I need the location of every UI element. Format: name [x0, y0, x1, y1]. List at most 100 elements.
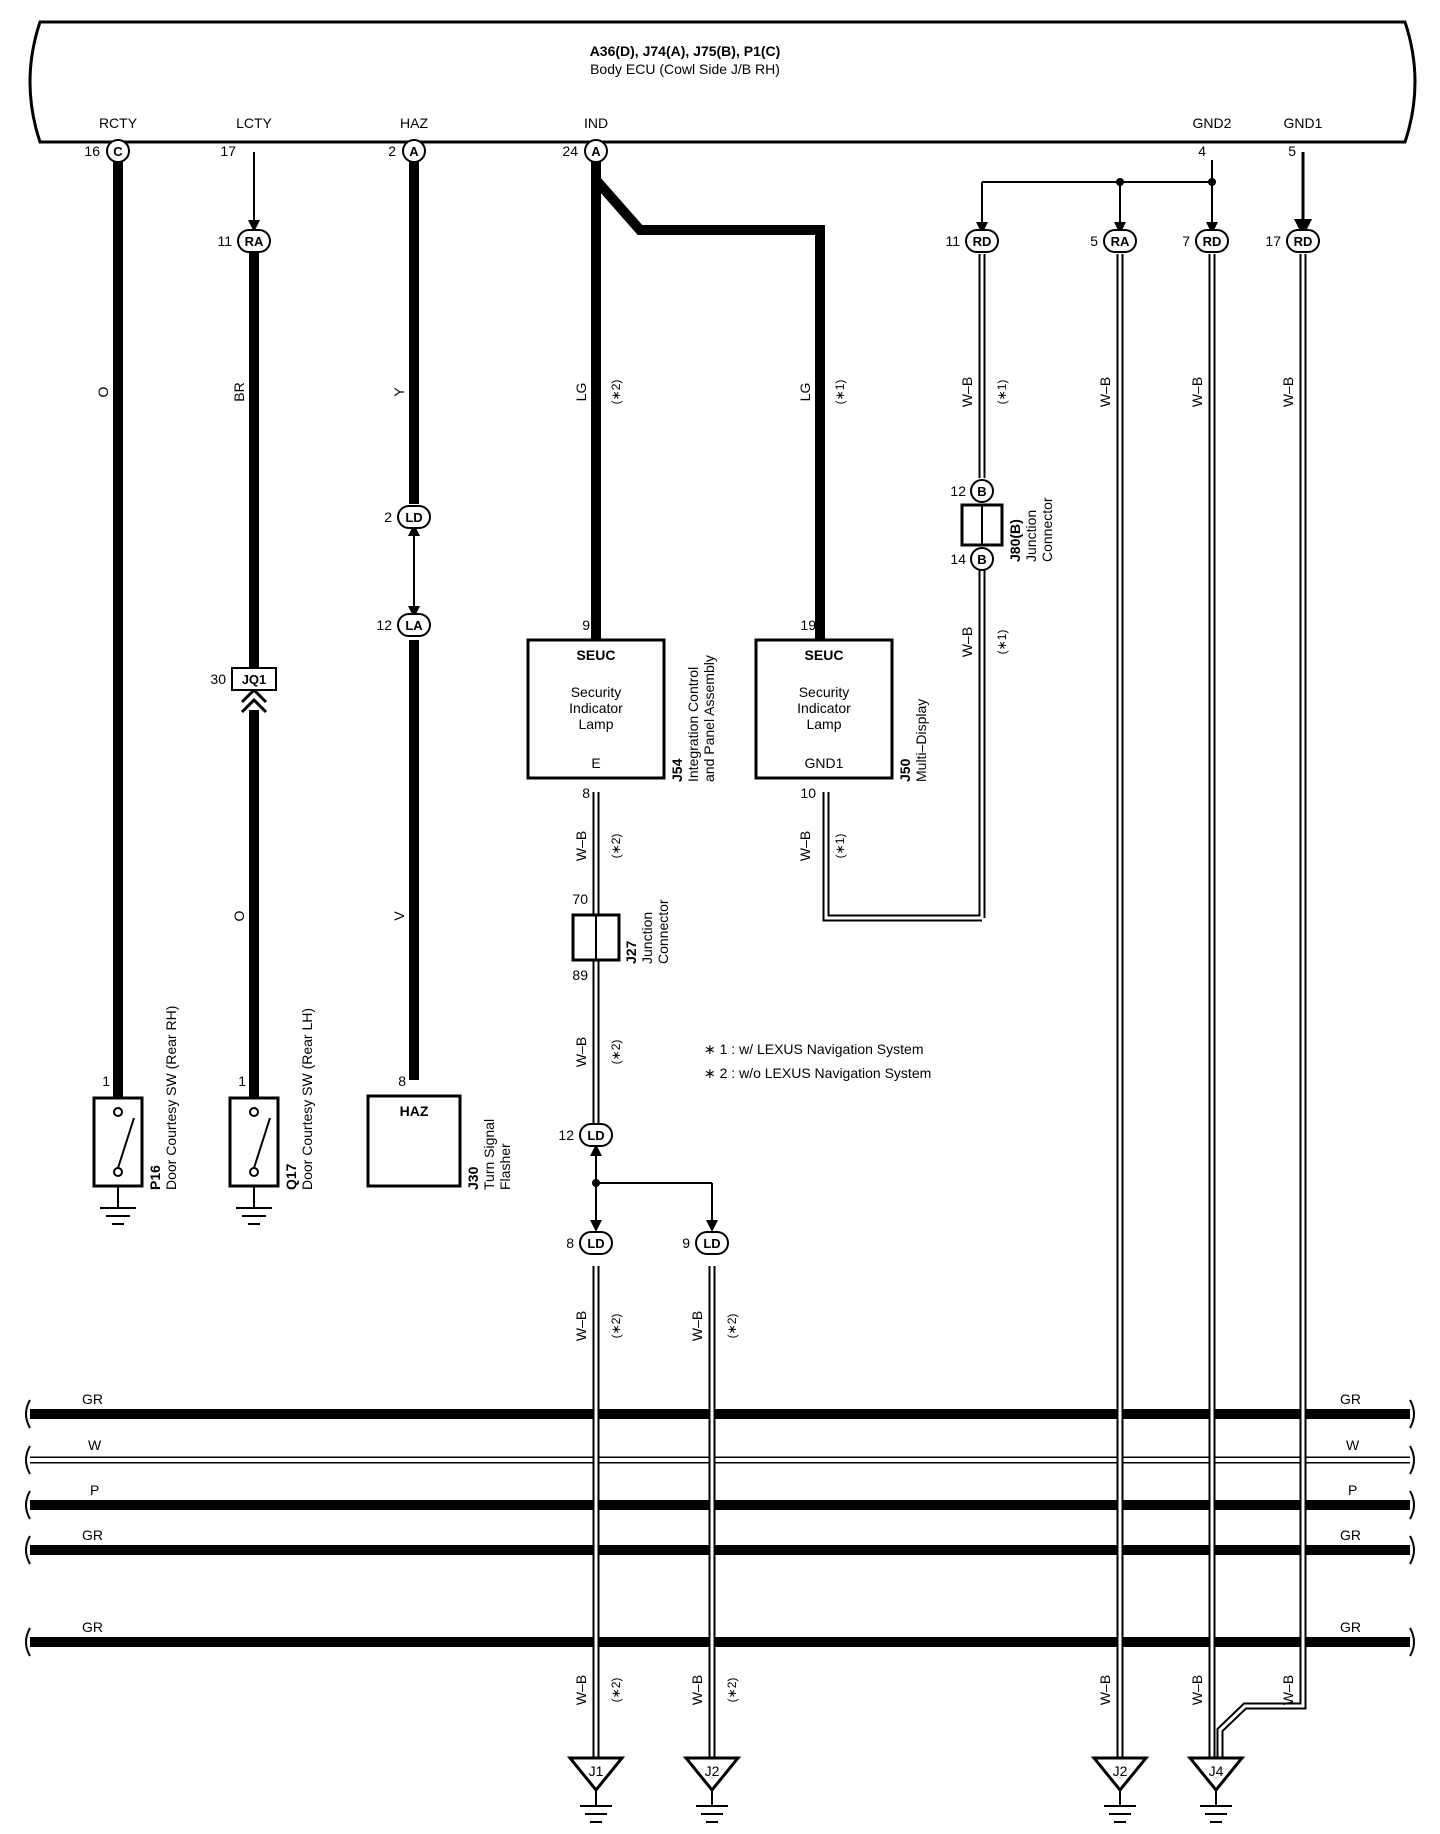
svg-text:SEUC: SEUC	[577, 647, 616, 663]
notes: ∗ 1 : w/ LEXUS Navigation System ∗ 2 : w…	[704, 1041, 931, 1081]
ground-j2-left: J2	[682, 1756, 742, 1823]
conn-b-12: B	[970, 479, 994, 503]
svg-text:J4: J4	[1209, 1763, 1224, 1779]
conn-ra-5: RA	[1103, 229, 1137, 253]
junction-connector-j27: J27 Junction Connector	[571, 899, 671, 964]
svg-text:8: 8	[566, 1235, 574, 1251]
ground-points: J1 J2 J2	[566, 1756, 1246, 1823]
bus-label-gr-1r: GR	[1340, 1391, 1361, 1407]
conn-rd-11: RD	[965, 229, 999, 253]
svg-text:Flasher: Flasher	[497, 1143, 513, 1190]
conn-jq1-30: JQ1	[231, 667, 277, 691]
svg-text:BR: BR	[231, 382, 247, 401]
svg-text:LA: LA	[405, 618, 423, 633]
svg-text:LD: LD	[587, 1236, 604, 1251]
thick-wires	[113, 160, 825, 1110]
svg-text:B: B	[977, 552, 986, 567]
svg-text:12: 12	[376, 617, 392, 633]
bus-label-gr-2l: GR	[82, 1527, 103, 1543]
term-haz: HAZ	[400, 115, 428, 131]
ground-j2-right: J2	[1090, 1756, 1150, 1823]
svg-text:Junction: Junction	[1023, 510, 1039, 562]
svg-text:A: A	[591, 144, 601, 159]
svg-text:70: 70	[572, 891, 588, 907]
wire-lg-1	[592, 176, 825, 640]
svg-text:Indicator: Indicator	[569, 700, 623, 716]
svg-text:E: E	[591, 755, 600, 771]
svg-text:J27: J27	[623, 940, 639, 964]
svg-text:J50: J50	[897, 758, 913, 782]
svg-text:Lamp: Lamp	[806, 716, 841, 732]
svg-text:W–B: W–B	[689, 1311, 705, 1341]
svg-text:24: 24	[562, 143, 578, 159]
term-lcty: LCTY	[236, 115, 272, 131]
ground-icon	[696, 1805, 728, 1823]
svg-text:B: B	[977, 484, 986, 499]
svg-text:J54: J54	[669, 758, 685, 782]
svg-text:W–B: W–B	[1097, 1675, 1113, 1705]
conn-a-2: A	[402, 139, 426, 163]
conn-rd-17: RD	[1286, 229, 1320, 253]
note-1: ∗ 1 : w/ LEXUS Navigation System	[704, 1041, 923, 1057]
ground-j1: J1	[566, 1756, 626, 1823]
ground-icon	[1200, 1805, 1232, 1823]
connectors: C A A RA RD RA RD RD	[106, 139, 1320, 1255]
svg-text:5: 5	[1090, 233, 1098, 249]
svg-text:W–B: W–B	[1189, 1675, 1205, 1705]
svg-text:17: 17	[1265, 233, 1281, 249]
svg-text:9: 9	[682, 1235, 690, 1251]
junction-dots	[592, 178, 1216, 1187]
svg-text:O: O	[95, 386, 111, 397]
svg-text:2: 2	[384, 509, 392, 525]
svg-text:(∗2): (∗2)	[725, 1314, 739, 1339]
conn-rd-7: RD	[1195, 229, 1229, 253]
svg-text:1: 1	[102, 1073, 110, 1089]
svg-text:Door Courtesy SW (Rear LH): Door Courtesy SW (Rear LH)	[299, 1008, 315, 1190]
svg-text:J2: J2	[705, 1763, 720, 1779]
svg-text:8: 8	[398, 1073, 406, 1089]
svg-text:11: 11	[945, 233, 960, 249]
svg-text:W–B: W–B	[1280, 1675, 1296, 1705]
switch-p16: P16 Door Courtesy SW (Rear RH)	[92, 1006, 179, 1225]
svg-text:14: 14	[950, 551, 966, 567]
thin-links	[240, 152, 1312, 1232]
svg-text:W–B: W–B	[959, 377, 975, 407]
svg-text:(∗2): (∗2)	[725, 1678, 739, 1703]
svg-text:Junction: Junction	[639, 912, 655, 964]
svg-text:Lamp: Lamp	[578, 716, 613, 732]
svg-text:JQ1: JQ1	[242, 672, 267, 687]
svg-text:W–B: W–B	[959, 627, 975, 657]
svg-text:J2: J2	[1113, 1763, 1128, 1779]
svg-text:SEUC: SEUC	[805, 647, 844, 663]
term-gnd1: GND1	[1284, 115, 1323, 131]
body-ecu: A36(D), J74(A), J75(B), P1(C) Body ECU (…	[28, 20, 1417, 144]
conn-ld-9: LD	[695, 1231, 729, 1255]
svg-text:J1: J1	[589, 1763, 604, 1779]
ground-icon	[236, 1207, 272, 1225]
ecu-subtitle: Body ECU (Cowl Side J/B RH)	[590, 61, 780, 77]
svg-text:Security: Security	[799, 684, 850, 700]
svg-text:5: 5	[1288, 143, 1296, 159]
integration-control-j54: SEUC Security Indicator Lamp E J54 Integ…	[526, 638, 717, 782]
bus-label-w-r: W	[1346, 1437, 1360, 1453]
svg-text:19: 19	[800, 617, 816, 633]
svg-text:LD: LD	[587, 1128, 604, 1143]
bus-label-gr-3l: GR	[82, 1619, 103, 1635]
conn-c-16: C	[106, 139, 130, 163]
svg-text:7: 7	[1182, 233, 1190, 249]
turn-signal-flasher-j30: HAZ J30 Turn Signal Flasher	[366, 1094, 513, 1190]
svg-text:11: 11	[217, 233, 232, 249]
svg-text:(∗2): (∗2)	[609, 834, 623, 859]
svg-text:GND1: GND1	[805, 755, 844, 771]
ground-icon	[1104, 1805, 1136, 1823]
svg-text:LG: LG	[573, 383, 589, 402]
svg-text:W–B: W–B	[689, 1675, 705, 1705]
bus-wires: GR GR W W P P GR GR GR GR	[25, 1391, 1415, 1657]
svg-text:V: V	[391, 911, 407, 921]
svg-text:J80(B): J80(B)	[1007, 519, 1023, 562]
svg-text:Security: Security	[571, 684, 622, 700]
conn-b-14: B	[970, 547, 994, 571]
bus-label-gr-1l: GR	[82, 1391, 103, 1407]
svg-text:9: 9	[582, 617, 590, 633]
